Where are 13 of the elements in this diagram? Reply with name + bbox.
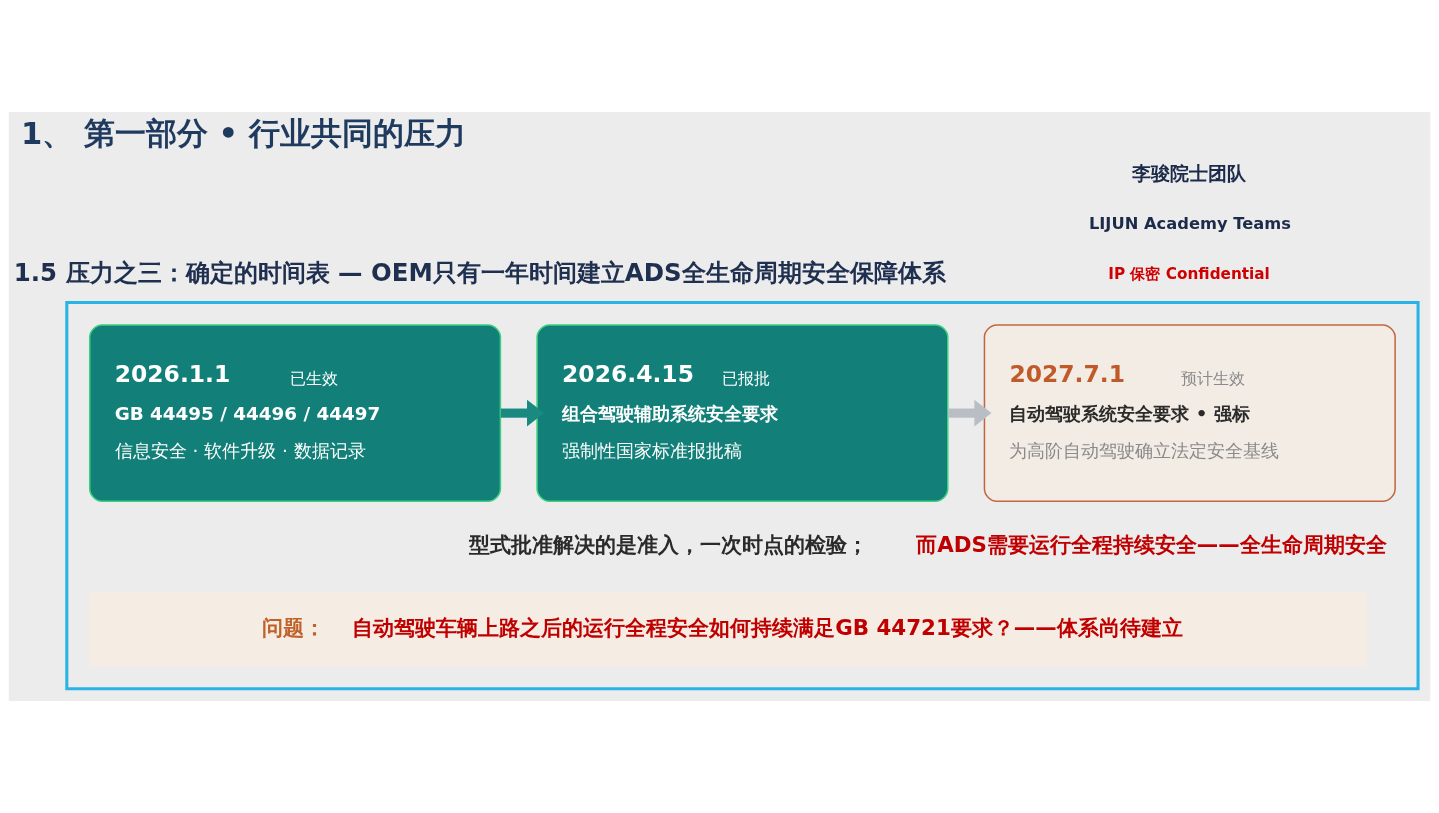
node-box: 2027.7.1 预计生效 自动驾驶系统安全要求 • 强标 为高阶自动驾驶确立法定安全基线 [983, 324, 1396, 503]
cluster [65, 301, 1420, 691]
arrow [948, 399, 992, 427]
node-box: 2026.4.15 已报批 组合驾驶辅助系统安全要求 强制性国家标准报批稿 [536, 324, 949, 503]
arrow [500, 399, 545, 427]
label: LIJUN Academy Teams [1088, 213, 1291, 233]
node-box: 2026.1.1 已生效 GB 44495 / 44496 / 44497 信息安全 · 软件升级 · 数据记录 [88, 324, 502, 503]
label: IP 保密 Confidential [1108, 264, 1270, 283]
label: 型式批准解决的是准入，一次时点的检验； [469, 531, 869, 557]
label: 而ADS需要运行全程持续安全——全生命周期安全 [916, 531, 1387, 557]
label: 1.5 压力之三：确定的时间表 — OEM只有一年时间建立ADS全生命周期安全保障体系 [13, 258, 946, 288]
diagram-title: 1、 第一部分 • 行业共同的压力 [20, 115, 466, 151]
label: 李骏院士团队 [1132, 161, 1247, 185]
